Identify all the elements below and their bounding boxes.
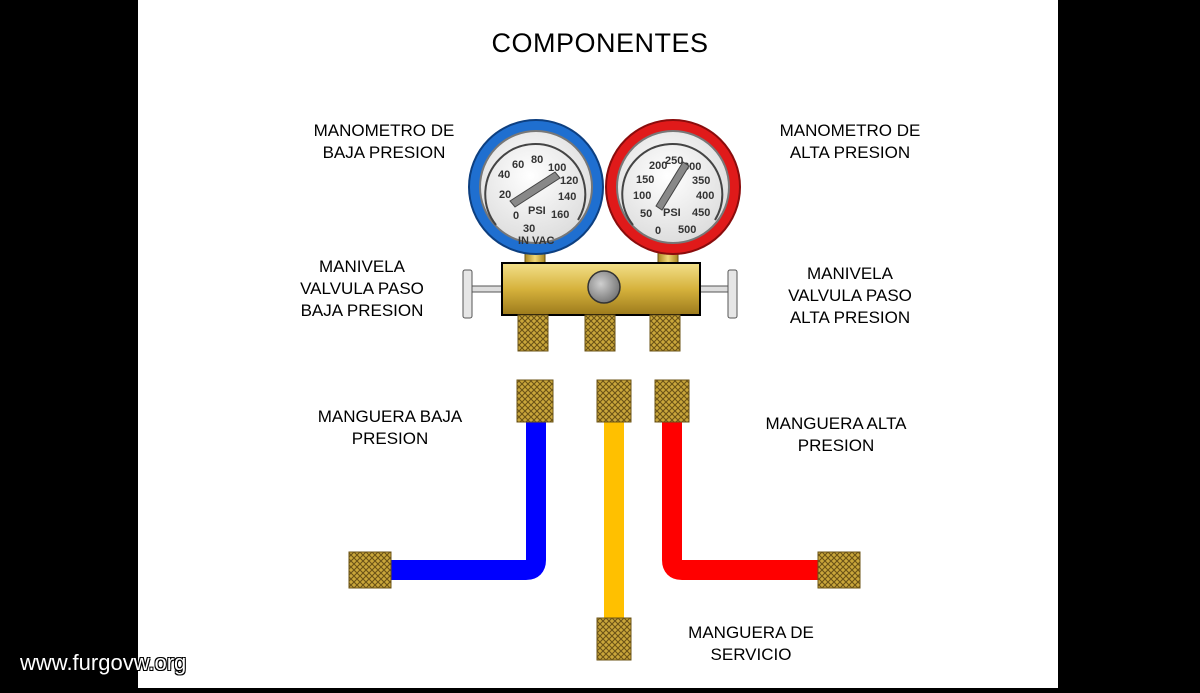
low-scale-30: 30	[523, 223, 535, 235]
high-scale-400: 400	[696, 190, 714, 202]
high-gauge-needle	[655, 161, 690, 211]
low-scale-20: 20	[499, 189, 511, 201]
high-hose	[654, 379, 861, 589]
label-low-gauge: MANOMETRO DE BAJA PRESION	[300, 120, 468, 164]
low-hose-fitting-end	[348, 551, 392, 589]
high-valve-handle[interactable]	[727, 269, 738, 319]
low-scale-psi: PSI	[528, 205, 546, 217]
low-scale-140: 140	[558, 191, 576, 203]
label-high-hose-line2: PRESION	[797, 436, 875, 455]
sight-glass	[587, 270, 621, 304]
label-high-gauge: MANOMETRO DE ALTA PRESION	[766, 120, 934, 164]
high-scale-100: 100	[633, 190, 651, 202]
label-high-hose: MANGUERA ALTA PRESION	[750, 413, 922, 457]
low-pressure-gauge: 0 20 40 60 80 100 120 140 160 30 IN VAC …	[468, 119, 604, 255]
label-service-hose: MANGUERA DE SERVICIO	[668, 622, 834, 666]
label-high-valve-line2: VALVULA PASO	[788, 286, 912, 305]
high-scale-350: 350	[692, 175, 710, 187]
low-scale-40: 40	[498, 169, 510, 181]
label-low-hose-line1: MANGUERA BAJA	[317, 407, 463, 426]
label-low-valve: MANIVELA VALVULA PASO BAJA PRESION	[284, 256, 440, 322]
page-title: COMPONENTES	[491, 28, 709, 58]
service-hose	[596, 379, 632, 661]
low-scale-in-vac: IN VAC	[518, 235, 555, 247]
label-high-valve: MANIVELA VALVULA PASO ALTA PRESION	[772, 263, 928, 329]
high-scale-500: 500	[678, 224, 696, 236]
low-gauge-needle	[509, 171, 561, 208]
service-port-fitting	[584, 314, 616, 352]
high-scale-0: 0	[655, 225, 661, 237]
label-low-valve-line1: MANIVELA	[319, 257, 405, 276]
label-high-hose-line1: MANGUERA ALTA	[765, 414, 907, 433]
high-scale-150: 150	[636, 174, 654, 186]
low-port-fitting	[517, 314, 549, 352]
high-hose-fitting-end	[817, 551, 861, 589]
manifold-body	[462, 262, 738, 352]
low-valve-handle[interactable]	[462, 269, 473, 319]
high-scale-200: 200	[649, 160, 667, 172]
high-hose-fitting-top	[654, 379, 690, 423]
label-high-gauge-line2: ALTA PRESION	[789, 143, 911, 162]
high-scale-450: 450	[692, 207, 710, 219]
label-high-gauge-line1: MANOMETRO DE	[779, 121, 921, 140]
low-hose-fitting-top	[516, 379, 554, 423]
label-service-hose-line2: SERVICIO	[710, 645, 792, 664]
high-valve-shaft	[699, 285, 731, 293]
label-low-gauge-line2: BAJA PRESION	[322, 143, 446, 162]
low-scale-0: 0	[513, 210, 519, 222]
high-port-fitting	[649, 314, 681, 352]
low-scale-80: 80	[531, 154, 543, 166]
low-scale-120: 120	[560, 175, 578, 187]
label-low-gauge-line1: MANOMETRO DE	[313, 121, 455, 140]
high-pressure-gauge: 0 50 100 150 200 250 300 350 400 450 500…	[605, 119, 741, 255]
label-low-valve-line2: VALVULA PASO	[300, 279, 424, 298]
low-scale-100: 100	[548, 162, 566, 174]
high-scale-psi: PSI	[663, 207, 681, 219]
label-high-valve-line3: ALTA PRESION	[789, 308, 911, 327]
low-scale-60: 60	[512, 159, 524, 171]
high-scale-250: 250	[665, 155, 683, 167]
service-hose-fitting-top	[596, 379, 632, 423]
label-high-valve-line1: MANIVELA	[807, 264, 893, 283]
low-hose	[348, 379, 554, 589]
high-scale-300: 300	[683, 161, 701, 173]
label-low-hose: MANGUERA BAJA PRESION	[304, 406, 476, 450]
low-scale-160: 160	[551, 209, 569, 221]
service-hose-fitting-end	[596, 617, 632, 661]
label-low-hose-line2: PRESION	[351, 429, 429, 448]
watermark: www.furgovw.org	[20, 650, 187, 675]
high-scale-50: 50	[640, 208, 652, 220]
label-service-hose-line1: MANGUERA DE	[688, 623, 814, 642]
low-valve-shaft	[469, 285, 505, 293]
label-low-valve-line3: BAJA PRESION	[300, 301, 424, 320]
